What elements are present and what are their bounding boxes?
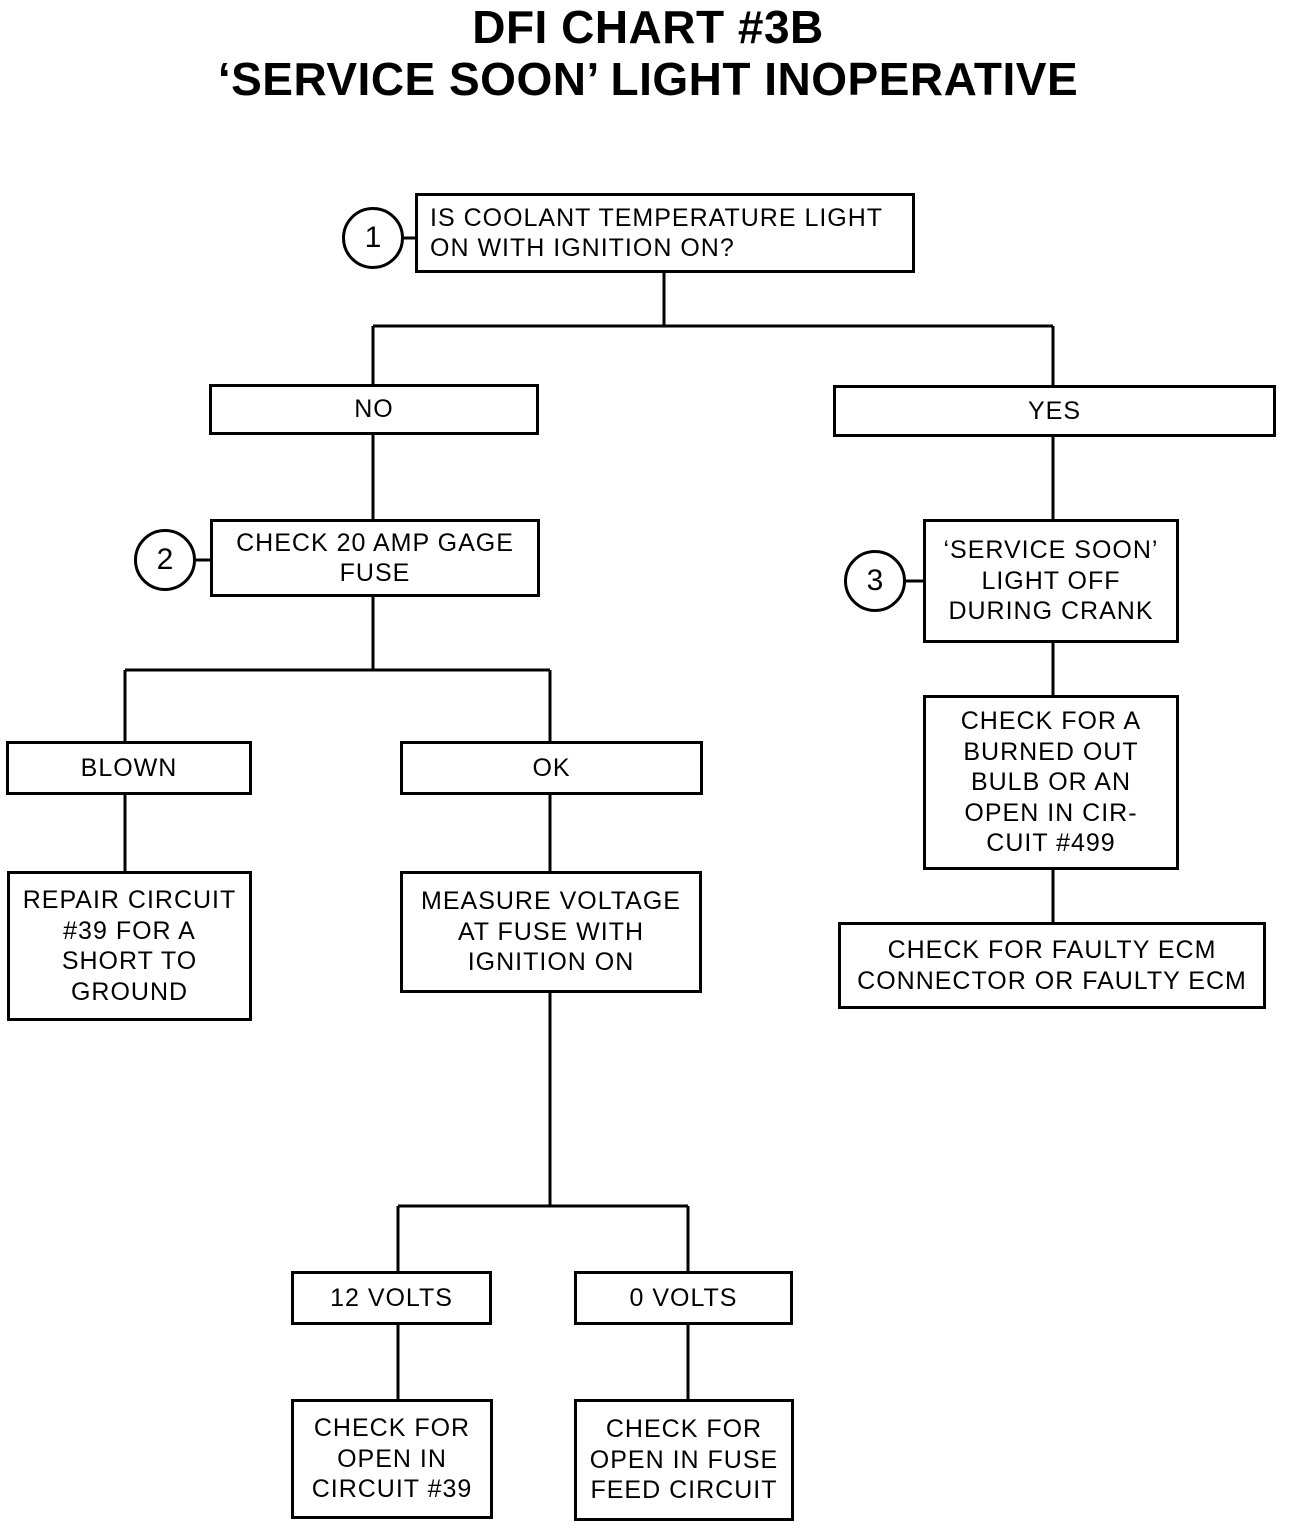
check-fuse-box: CHECK 20 AMP GAGE FUSE	[210, 519, 540, 597]
check-open-circuit-39-box: CHECK FOR OPEN IN CIRCUIT #39	[291, 1399, 493, 1519]
result-12-volts-text: 12 VOLTS	[330, 1283, 453, 1312]
measure-voltage-text: MEASURE VOLTAGE AT FUSE WITH IGNITION ON	[421, 887, 681, 977]
question-coolant-light-text: IS COOLANT TEMPERATURE LIGHT ON WITH IGN…	[430, 203, 884, 263]
check-open-fuse-feed-text: CHECK FOR OPEN IN FUSE FEED CIRCUIT	[589, 1415, 779, 1505]
step-number-2: 2	[134, 529, 196, 591]
check-bulb-box: CHECK FOR A BURNED OUT BULB OR AN OPEN I…	[923, 695, 1179, 870]
result-ok-text: OK	[532, 753, 571, 782]
question-coolant-light-box: IS COOLANT TEMPERATURE LIGHT ON WITH IGN…	[415, 193, 915, 273]
check-open-circuit-39-text: CHECK FOR OPEN IN CIRCUIT #39	[311, 1414, 473, 1504]
check-ecm-box: CHECK FOR FAULTY ECM CONNECTOR OR FAULTY…	[838, 922, 1266, 1009]
result-blown-text: BLOWN	[80, 753, 178, 782]
service-soon-off-text: ‘SERVICE SOON’ LIGHT OFF DURING CRANK	[943, 536, 1159, 626]
check-fuse-text: CHECK 20 AMP GAGE FUSE	[236, 528, 514, 588]
result-ok-box: OK	[400, 741, 703, 795]
repair-circuit-39-box: REPAIR CIRCUIT #39 FOR A SHORT TO GROUND	[7, 871, 252, 1021]
service-soon-off-box: ‘SERVICE SOON’ LIGHT OFF DURING CRANK	[923, 519, 1179, 643]
answer-yes-text: YES	[1027, 396, 1082, 425]
result-12-volts-box: 12 VOLTS	[291, 1271, 492, 1325]
check-ecm-text: CHECK FOR FAULTY ECM CONNECTOR OR FAULTY…	[857, 936, 1247, 995]
chart-subtitle: ‘SERVICE SOON’ LIGHT INOPERATIVE	[217, 53, 1079, 105]
result-0-volts-box: 0 VOLTS	[574, 1271, 793, 1325]
result-0-volts-text: 0 VOLTS	[629, 1283, 738, 1312]
answer-no-box: NO	[209, 384, 539, 435]
step-number-3: 3	[844, 550, 906, 612]
step-number-1: 1	[342, 207, 404, 269]
answer-no-text: NO	[354, 395, 394, 424]
chart-title: DFI CHART #3B	[472, 1, 824, 53]
answer-yes-box: YES	[833, 385, 1276, 437]
check-bulb-text: CHECK FOR A BURNED OUT BULB OR AN OPEN I…	[960, 707, 1142, 858]
result-blown-box: BLOWN	[6, 741, 252, 795]
repair-circuit-39-text: REPAIR CIRCUIT #39 FOR A SHORT TO GROUND	[22, 886, 237, 1006]
check-open-fuse-feed-box: CHECK FOR OPEN IN FUSE FEED CIRCUIT	[574, 1399, 794, 1521]
measure-voltage-box: MEASURE VOLTAGE AT FUSE WITH IGNITION ON	[400, 871, 702, 993]
